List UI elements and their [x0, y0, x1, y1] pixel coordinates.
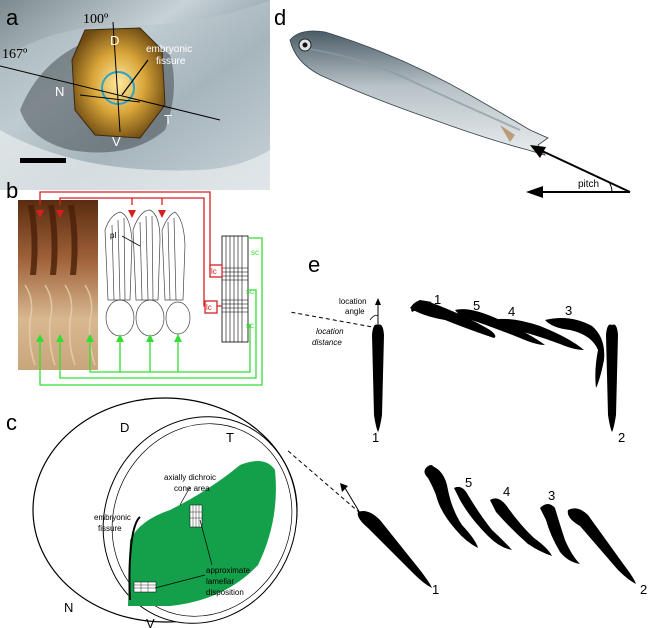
lamellar-label-line1: approximate [206, 566, 251, 575]
top-fish-sequence [410, 300, 618, 432]
location-distance-label-line1: location [316, 327, 344, 336]
panel-b: b pl [6, 178, 263, 386]
anchovy-photo [289, 30, 549, 156]
reference-fish-top [372, 324, 384, 432]
lamellar-stack [221, 235, 249, 343]
panel-letter-a: a [6, 5, 19, 30]
label-d: D [110, 33, 119, 48]
bottom-fish-number-5: 1 [428, 462, 435, 477]
eye-cornea [71, 27, 166, 139]
top-left-fish-number: 1 [372, 430, 379, 445]
pl-label: pl [110, 231, 116, 240]
label-n: N [55, 84, 64, 99]
panel-letter-c: c [6, 410, 17, 435]
c-fissure-label-line2: fissure [98, 524, 122, 533]
c-fissure-label-line1: embryonic [94, 513, 131, 522]
lamellar-label-line2: lamellar [206, 577, 234, 586]
bottom-left-fish-number: 1 [432, 582, 439, 597]
bottom-fish-number-2: 3 [548, 488, 555, 503]
reference-fish-bottom [357, 511, 432, 588]
bottom-fish-number-4: 5 [465, 475, 472, 490]
top-fish-number-3: 4 [508, 304, 515, 319]
sc-label-3: sc [246, 321, 254, 330]
bottom-fish-number-3: 4 [503, 484, 510, 499]
bottom-fish-sequence [424, 465, 636, 584]
location-distance-label-line2: distance [312, 338, 342, 347]
label-t: T [164, 112, 172, 127]
panel-c: c D T N V axially dichroic cone area emb… [6, 397, 298, 628]
fissure-label-line2: fissure [156, 56, 186, 67]
lc-label-1: lc [211, 267, 217, 276]
c-label-n: N [64, 600, 73, 615]
sc-label-2: sc [246, 287, 254, 296]
location-distance-line [289, 311, 379, 329]
fissure-label-line1: embryonic [146, 44, 192, 55]
c-label-d: D [120, 420, 129, 435]
panel-a: a 100º 167º D N T V embryonic fissure [0, 0, 270, 190]
top-fish-number-4: 5 [473, 298, 480, 313]
cone-drawings [104, 209, 191, 370]
bottom-right-fish-number: 2 [640, 582, 647, 597]
red-signal-paths [39, 191, 223, 314]
panel-e: e location angle location distance 1 1 5… [286, 252, 647, 597]
cone-area-label-line1: axially dichroic [164, 473, 216, 482]
lc-label-2: lc [206, 303, 212, 312]
angle-100-label: 100º [83, 12, 109, 27]
c-label-v: V [146, 616, 155, 628]
panel-letter-b: b [6, 178, 18, 203]
label-v: V [112, 134, 121, 149]
sc-label-1: sc [251, 248, 259, 257]
top-fish-number-5: 1 [434, 292, 441, 307]
lamellar-label-line3: disposition [206, 588, 244, 597]
panel-letter-e: e [308, 252, 320, 277]
c-label-t: T [226, 430, 234, 445]
pitch-label: pitch [578, 179, 599, 190]
top-fish-number-2: 3 [565, 303, 572, 318]
dichroic-cone-area [128, 461, 276, 606]
top-right-fish-number: 2 [618, 430, 625, 445]
angle-167-label: 167º [2, 47, 28, 62]
scale-bar [20, 158, 66, 163]
panel-d: d pitch [274, 5, 631, 198]
green-signal-paths [39, 237, 263, 386]
location-angle-label-line1: location [339, 297, 367, 306]
cone-area-label-line2: cone area [174, 484, 210, 493]
location-angle-label-line2: angle [345, 307, 365, 316]
panel-letter-d: d [274, 5, 286, 30]
body-axis-arrow [539, 149, 631, 193]
